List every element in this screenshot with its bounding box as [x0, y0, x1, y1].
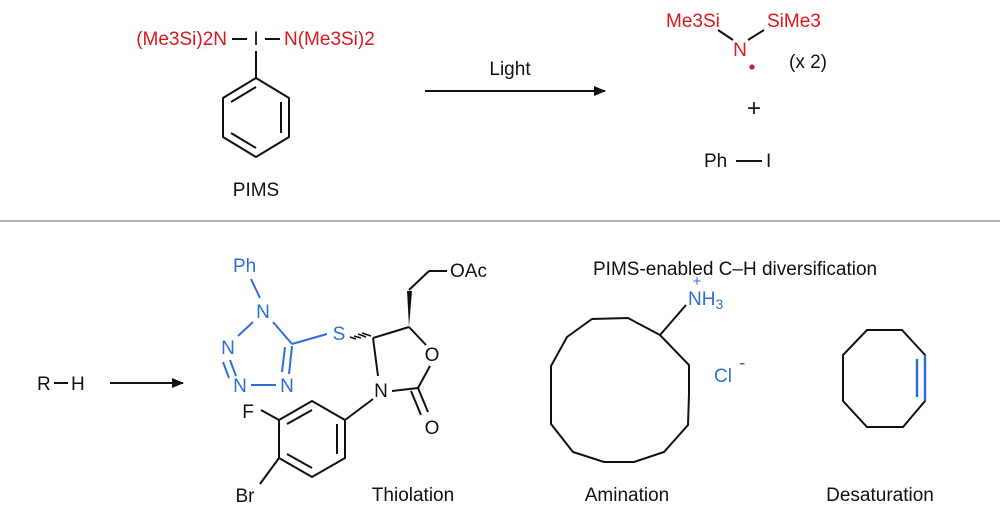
thiolation-label: Thiolation — [372, 485, 454, 506]
ammonium-label: NH3 — [688, 289, 723, 312]
phenyl-label: Ph — [233, 256, 256, 277]
radical-right-group: SiMe3 — [767, 11, 821, 32]
thiolation-product: Ph N N N N S OAc O O N — [221, 256, 487, 507]
ammonium-plus: + — [693, 273, 702, 290]
plus-sign: + — [747, 95, 761, 122]
radical-dot — [749, 64, 755, 70]
byproduct-iodine: I — [766, 151, 771, 172]
ammonium-nh: NH — [688, 289, 715, 310]
multiplier: (x 2) — [789, 52, 827, 73]
desaturation-label: Desaturation — [826, 485, 934, 506]
pims-iodine: I — [253, 29, 258, 50]
byproduct-ph: Ph — [704, 151, 727, 172]
desaturation-product: Desaturation — [826, 329, 934, 506]
light-label: Light — [489, 59, 531, 80]
acetoxy-label: OAc — [450, 261, 487, 282]
substrate-arrow: R H — [37, 374, 184, 395]
pims-right-group: N(Me3Si)2 — [284, 29, 375, 50]
light-arrow: Light — [425, 59, 606, 96]
carbonyl-oxygen: O — [425, 418, 440, 439]
tetrazole-n1: N — [256, 302, 270, 323]
benzene-ring — [222, 76, 290, 159]
substrate-h: H — [71, 374, 85, 395]
sulfur-label: S — [333, 324, 346, 345]
radical-nitrogen: N — [733, 40, 747, 61]
chloride-minus: - — [739, 353, 745, 374]
ammonium-sub: 3 — [715, 296, 723, 312]
diversification-heading: PIMS-enabled C–H diversification — [593, 259, 877, 280]
pims-left-group: (Me3Si)2N — [136, 29, 227, 50]
tetrazole-n3: N — [233, 376, 247, 397]
pims-reagent: (Me3Si)2N I N(Me3Si)2 PIMS — [136, 29, 375, 201]
fluoro-label: F — [242, 402, 254, 423]
substrate-r: R — [37, 374, 51, 395]
cyclooctene-ring — [842, 329, 926, 428]
cyclododecane-ring — [550, 316, 690, 463]
ring-oxygen: O — [425, 345, 440, 366]
ring-nitrogen: N — [374, 381, 388, 402]
pims-name: PIMS — [233, 180, 279, 201]
silylamino-radical: Me3Si N SiMe3 (x 2) + Ph I — [666, 11, 827, 172]
chloride-label: Cl — [714, 366, 732, 387]
aryl-ring — [278, 399, 346, 479]
radical-left-group: Me3Si — [666, 11, 720, 32]
tetrazole-n4: N — [280, 376, 294, 397]
bromo-label: Br — [236, 486, 256, 507]
amination-label: Amination — [585, 485, 670, 506]
amination-product: + NH3 Cl - Amination — [550, 273, 745, 506]
tetrazole-n2: N — [221, 338, 235, 359]
